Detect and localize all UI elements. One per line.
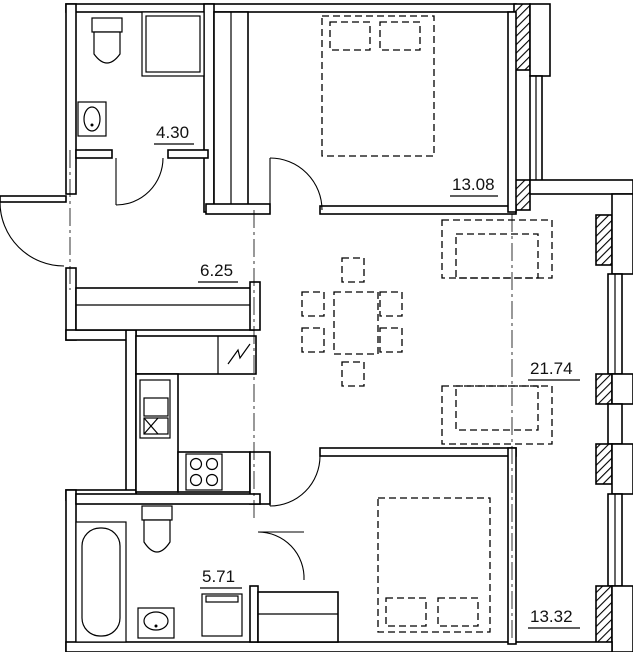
sofa-lower xyxy=(441,385,553,445)
area-label-bathroom-lower: 5.71 xyxy=(202,567,235,586)
area-label-bedroom-lower: 13.32 xyxy=(530,607,573,626)
toilet-lower xyxy=(141,505,173,553)
toilet-upper xyxy=(91,17,123,64)
upper-bathroom xyxy=(77,11,205,137)
axis-lines xyxy=(69,150,513,640)
sink-lower xyxy=(137,607,175,639)
bed-lower xyxy=(377,497,491,633)
bed-upper xyxy=(321,15,435,157)
doors xyxy=(0,157,323,581)
washing-machine xyxy=(201,593,243,637)
sink-upper xyxy=(77,101,107,137)
area-label-bathroom-upper: 4.30 xyxy=(156,123,189,142)
area-label-hallway: 6.25 xyxy=(200,261,233,280)
sofa-upper xyxy=(441,219,553,279)
area-label-bedroom-upper: 13.08 xyxy=(452,175,495,194)
bathtub xyxy=(75,521,127,643)
outer-walls xyxy=(65,3,633,652)
dining-table xyxy=(301,257,403,387)
kitchen-sink xyxy=(139,379,171,439)
interior-walls xyxy=(75,3,517,645)
shower-tray xyxy=(141,11,205,77)
area-label-living-kitchen: 21.74 xyxy=(530,359,573,378)
lower-bathroom xyxy=(75,505,243,643)
area-labels: 4.30 13.08 6.25 21.74 5.71 13.32 xyxy=(154,123,580,629)
cooktop xyxy=(185,453,223,491)
